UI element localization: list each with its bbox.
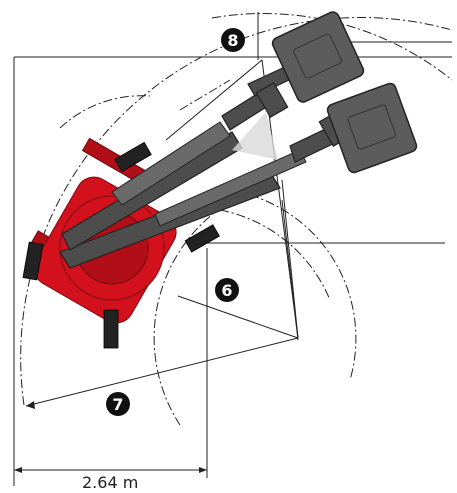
tire-rear-right — [103, 309, 119, 349]
marker-6: 6 — [215, 278, 239, 302]
tire-rear-left — [22, 241, 44, 281]
marker-7: 7 — [106, 392, 130, 416]
boom-shadow — [232, 112, 278, 160]
radius-7-arrow — [26, 401, 35, 409]
marker-8-label: 8 — [227, 31, 238, 50]
dimension-2-64m: 2.64 m — [14, 467, 207, 492]
dimension-label: 2.64 m — [82, 473, 138, 492]
tire-front-right — [184, 224, 220, 253]
marker-7-label: 7 — [112, 395, 123, 414]
platform-upper — [271, 11, 365, 103]
tire-front-left — [114, 141, 152, 173]
platform-lower — [326, 82, 418, 174]
marker-6-label: 6 — [221, 281, 232, 300]
marker-8: 8 — [221, 28, 245, 52]
